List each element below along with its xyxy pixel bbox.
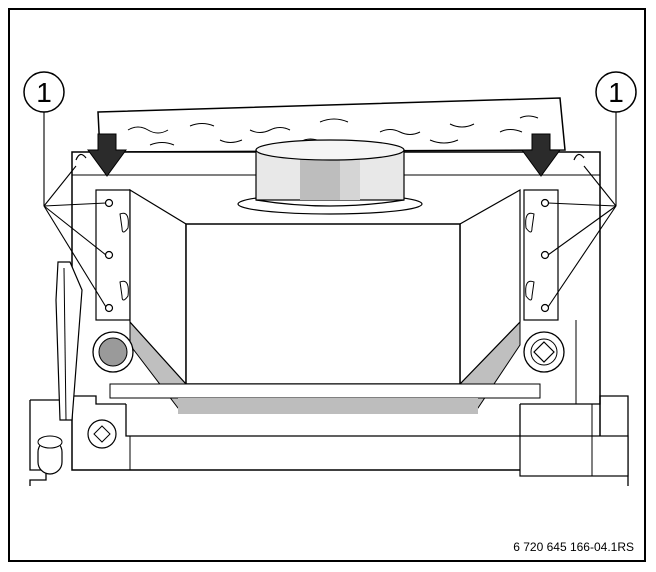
callout-circle-icon [595,71,637,113]
left-pipe [55,261,83,421]
figure-code: 6 720 645 166-04.1RS [513,540,634,554]
callout-left: 1 [23,71,65,113]
left-plug [92,331,134,373]
base-frame [29,320,629,486]
flue-collar [237,139,423,215]
callout-label: 1 [36,77,52,108]
callout-right: 1 [595,71,637,113]
central-casing [109,188,541,414]
callout-label: 1 [608,77,624,108]
lower-left-valve [37,419,117,475]
arrow-down-icon [87,133,127,177]
right-valve [523,331,565,373]
leader-lines [43,112,617,308]
screws [104,198,550,313]
arrow-down-icon [521,133,561,177]
callout-circle-icon [23,71,65,113]
